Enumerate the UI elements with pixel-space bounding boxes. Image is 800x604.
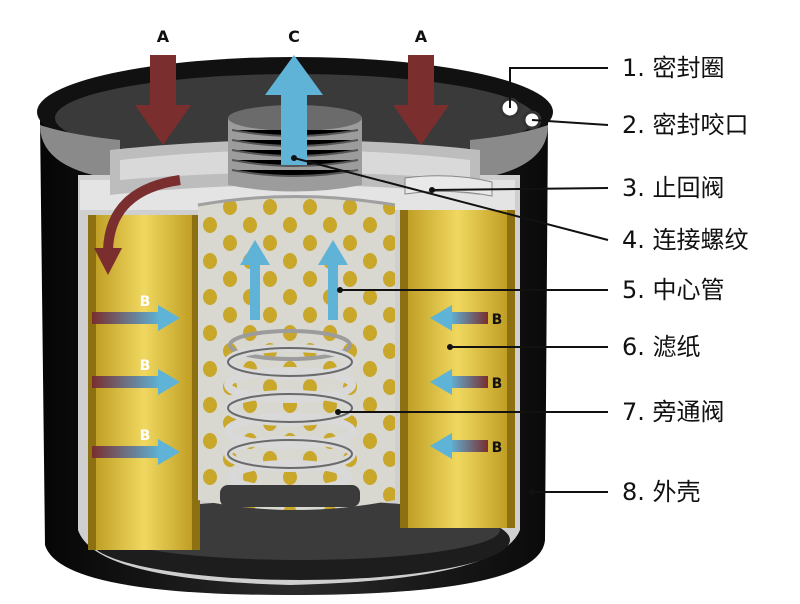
- tube-up-arrows: [240, 240, 348, 320]
- label-number: 3.: [622, 174, 645, 202]
- label-text: 密封咬口: [652, 111, 749, 139]
- leader-2: [531, 119, 609, 126]
- leader-1: [509, 67, 608, 108]
- label-check-valve: 3. 止回阀: [622, 174, 725, 202]
- label-text: 连接螺纹: [652, 226, 749, 254]
- bypass-spring-shadow: [227, 347, 353, 469]
- label-number: 8.: [622, 478, 645, 506]
- arrow-letter-a-right: A: [415, 27, 428, 46]
- inflow-curve-arrowhead: [94, 248, 122, 275]
- leader-4: [293, 157, 609, 241]
- arrow-letter-b-l3: B: [140, 428, 151, 444]
- label-seal-bite: 2. 密封咬口: [622, 111, 749, 139]
- through-arrow-l3: [92, 439, 180, 465]
- arrow-letter-b-r2: B: [492, 376, 503, 392]
- label-text: 滤纸: [652, 333, 701, 361]
- inflow-arrow-left: [135, 55, 191, 145]
- inflow-arrow-right: [393, 55, 449, 145]
- through-arrow-r2: [430, 369, 488, 395]
- label-text: 密封圈: [652, 54, 725, 82]
- label-number: 1.: [622, 54, 645, 82]
- spring-base: [220, 485, 360, 507]
- label-bypass-valve: 7. 旁通阀: [622, 398, 725, 426]
- label-text: 中心管: [652, 276, 725, 304]
- outflow-arrow: [265, 55, 323, 165]
- leader-lines: [293, 67, 609, 493]
- inflow-curve-arrow: [103, 175, 181, 251]
- label-number: 5.: [622, 276, 645, 304]
- label-housing: 8. 外壳: [622, 478, 701, 506]
- label-center-tube: 5. 中心管: [622, 276, 725, 304]
- label-number: 4.: [622, 226, 645, 254]
- arrow-letter-b-l1: B: [140, 294, 151, 310]
- label-number: 6.: [622, 333, 645, 361]
- through-arrows-left: [92, 305, 180, 465]
- arrow-letter-b-l2: B: [140, 358, 151, 374]
- arrow-letter-b-r3: B: [492, 440, 503, 456]
- label-filter-paper: 6. 滤纸: [622, 333, 701, 361]
- through-arrow-r3: [430, 433, 488, 459]
- through-arrow-l2: [92, 369, 180, 395]
- label-text: 旁通阀: [652, 398, 725, 426]
- label-number: 2.: [622, 111, 645, 139]
- label-text: 止回阀: [652, 174, 725, 202]
- leader-dots: [291, 155, 535, 495]
- filter-paper-right: [400, 210, 515, 528]
- leader-3: [431, 187, 609, 191]
- label-seal-ring: 1. 密封圈: [622, 54, 725, 82]
- through-arrow-r1: [430, 305, 488, 331]
- arrow-letter-a-left: A: [157, 27, 170, 46]
- label-number: 7.: [622, 398, 645, 426]
- label-connecting-thread: 4. 连接螺纹: [622, 226, 749, 254]
- arrow-letter-c: C: [288, 27, 300, 46]
- through-arrow-l1: [92, 305, 180, 331]
- center-tube: [197, 195, 396, 510]
- through-arrows-right: [430, 305, 488, 459]
- label-text: 外壳: [652, 478, 701, 506]
- arrow-letter-b-r1: B: [492, 312, 503, 328]
